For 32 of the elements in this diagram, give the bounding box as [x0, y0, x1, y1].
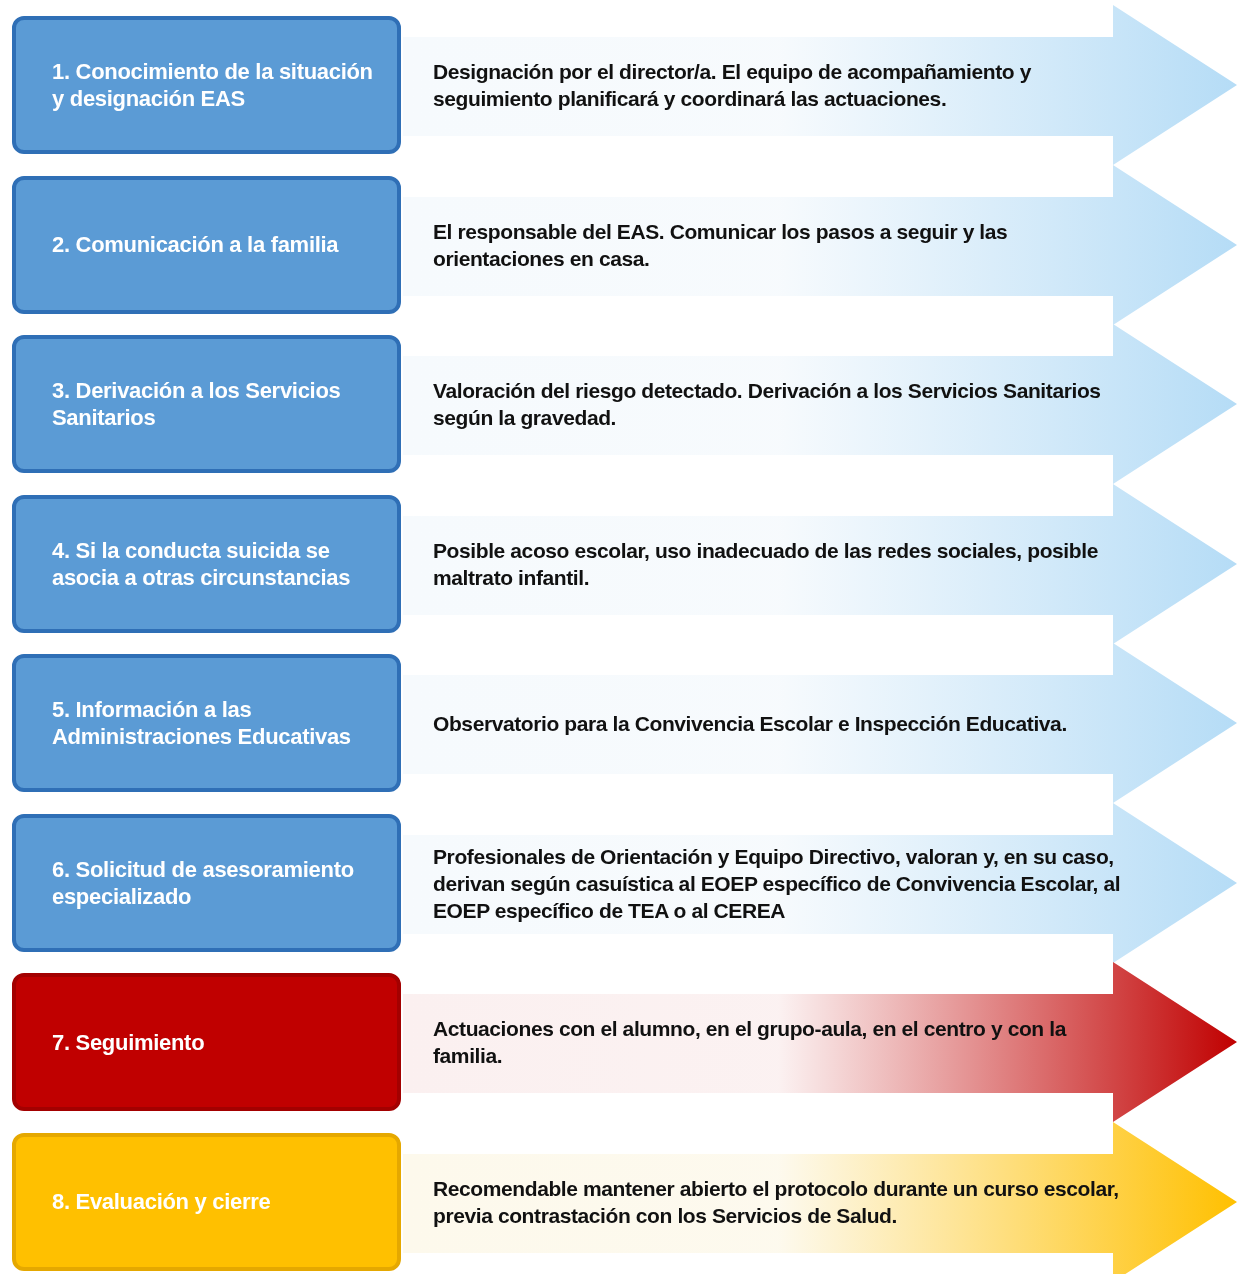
step-title: 6. Solicitud de asesoramiento especializado	[52, 855, 355, 910]
step-box	[12, 973, 401, 1111]
arrow-banner	[403, 324, 1237, 484]
step-box	[12, 16, 401, 154]
step-box	[12, 654, 401, 792]
step-box	[12, 1132, 401, 1271]
arrow-banner	[403, 802, 1237, 963]
step-description: Recomendable mantener abierto el protocolo durante un curso escolar, previa contrastación con los Servicios de Salud.	[433, 1175, 1120, 1229]
step-description: Actuaciones con el alumno, en el grupo-aula, en el centro y con la familia.	[433, 1016, 1068, 1069]
step-box	[12, 813, 401, 952]
arrow-banner	[403, 164, 1237, 325]
arrow-banner	[403, 643, 1237, 803]
step-box	[12, 335, 401, 473]
step-description: Designación por el director/a. El equipo de acompañamiento y seguimiento planificará y coordinará las actuaciones.	[433, 59, 1032, 112]
step-description: Profesionales de Orientación y Equipo Directivo, valoran y, en su caso, derivan según casuística al EOEP específico de Convivencia Escolar, al EOEP específico de TEA o al CEREA	[433, 843, 1122, 923]
step-title: 4. Si la conducta suicida se asocia a otras circunstancias	[52, 536, 352, 591]
step-title: 7. Seguimiento	[52, 1028, 205, 1056]
step-box	[12, 175, 401, 314]
arrow-banner	[403, 962, 1237, 1122]
arrow-banner	[403, 483, 1237, 644]
step-description: Observatorio para la Convivencia Escolar e Inspección Educativa.	[433, 710, 1068, 737]
step-title: 1. Conocimiento de la situación y designación EAS	[52, 58, 374, 112]
step-description: El responsable del EAS. Comunicar los pasos a seguir y las orientaciones en casa.	[433, 218, 1009, 272]
step-title: 3. Derivación a los Servicios Sanitarios	[52, 377, 342, 431]
arrow-banner	[403, 1121, 1237, 1274]
step-title: 2. Comunicación a la familia	[52, 231, 339, 258]
step-description: Posible acoso escolar, uso inadecuado de las redes sociales, posible maltrato infantil.	[433, 537, 1099, 591]
arrow-banner	[403, 5, 1237, 165]
step-title: 8. Evaluación y cierre	[52, 1188, 271, 1215]
step-title: 5. Información a las Administraciones Educativas	[52, 696, 352, 750]
step-description: Valoración del riesgo detectado. Derivación a los Servicios Sanitarios según la gravedad.	[433, 378, 1102, 431]
step-box	[12, 494, 401, 633]
